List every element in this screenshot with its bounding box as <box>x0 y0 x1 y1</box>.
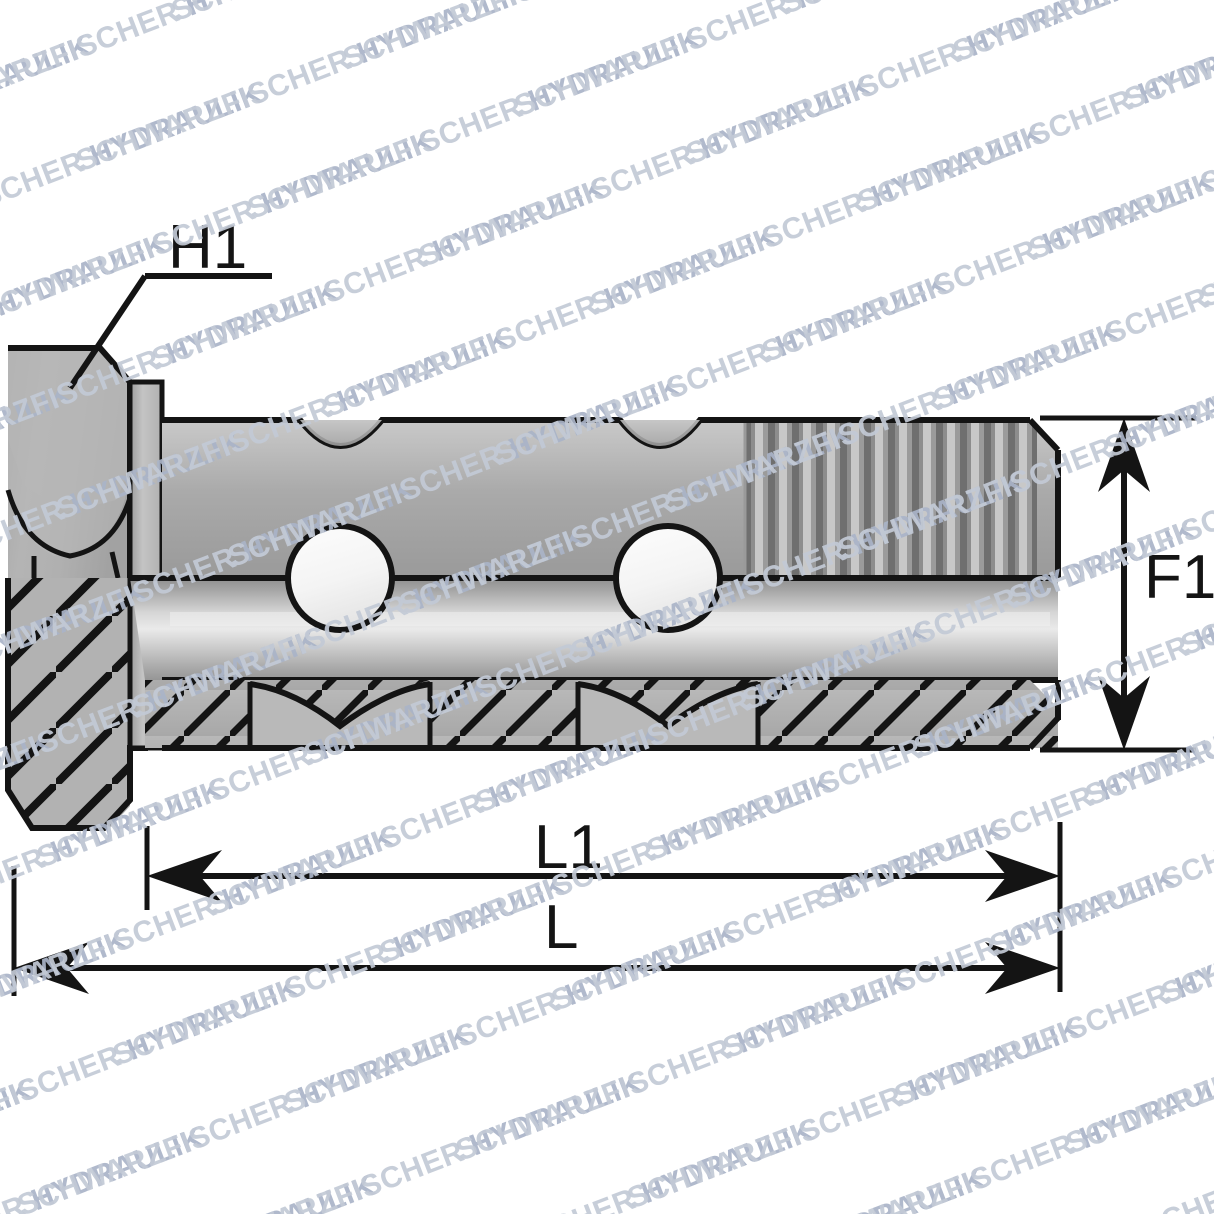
dimension-label-h1: H1 <box>168 213 248 282</box>
bolt-shank-lower-section <box>145 680 1061 751</box>
bore-highlight <box>170 612 1050 626</box>
hex-head-section-hatch <box>8 578 145 828</box>
bore-fill <box>130 578 1058 680</box>
hole-2-exit-curve <box>577 681 759 730</box>
h1-leader <box>67 273 272 390</box>
h1-leader-diagonal <box>67 274 148 390</box>
top-groove-1 <box>300 420 382 446</box>
hex-flat-edge-right <box>109 551 121 579</box>
l1-arrow-right <box>985 850 1060 902</box>
l-dimension <box>11 866 1060 996</box>
thread-crest-pattern <box>745 420 1037 578</box>
dimension-label-l: L <box>544 893 579 962</box>
dimension-label-f1: F1 <box>1144 543 1214 612</box>
cross-drilled-holes <box>285 523 723 633</box>
axial-through-bore <box>130 575 1058 683</box>
hex-head-chamfer-arc <box>5 489 133 559</box>
thread-chamfer-bottom <box>1027 715 1061 751</box>
f1-dimension <box>1040 415 1196 753</box>
l-arrow-left <box>14 942 89 994</box>
cross-hole-1 <box>285 523 395 633</box>
l-arrow-right <box>985 942 1060 994</box>
hex-head-flat-highlight <box>8 348 130 556</box>
thread-chamfer-top <box>1027 417 1061 453</box>
l1-dimension <box>144 822 1063 992</box>
hole-1-breakout <box>250 680 430 748</box>
cross-hole-2 <box>613 523 723 633</box>
f1-arrow-up <box>1098 418 1150 492</box>
l1-arrow-left <box>147 850 222 902</box>
hole-2-breakout <box>578 680 758 748</box>
hole-1-exit-curve <box>249 681 431 730</box>
f1-arrow-down <box>1098 676 1150 750</box>
bolt-shank-upper <box>162 417 1061 578</box>
dimension-label-l1: L1 <box>534 813 603 882</box>
top-groove-2 <box>620 420 700 446</box>
